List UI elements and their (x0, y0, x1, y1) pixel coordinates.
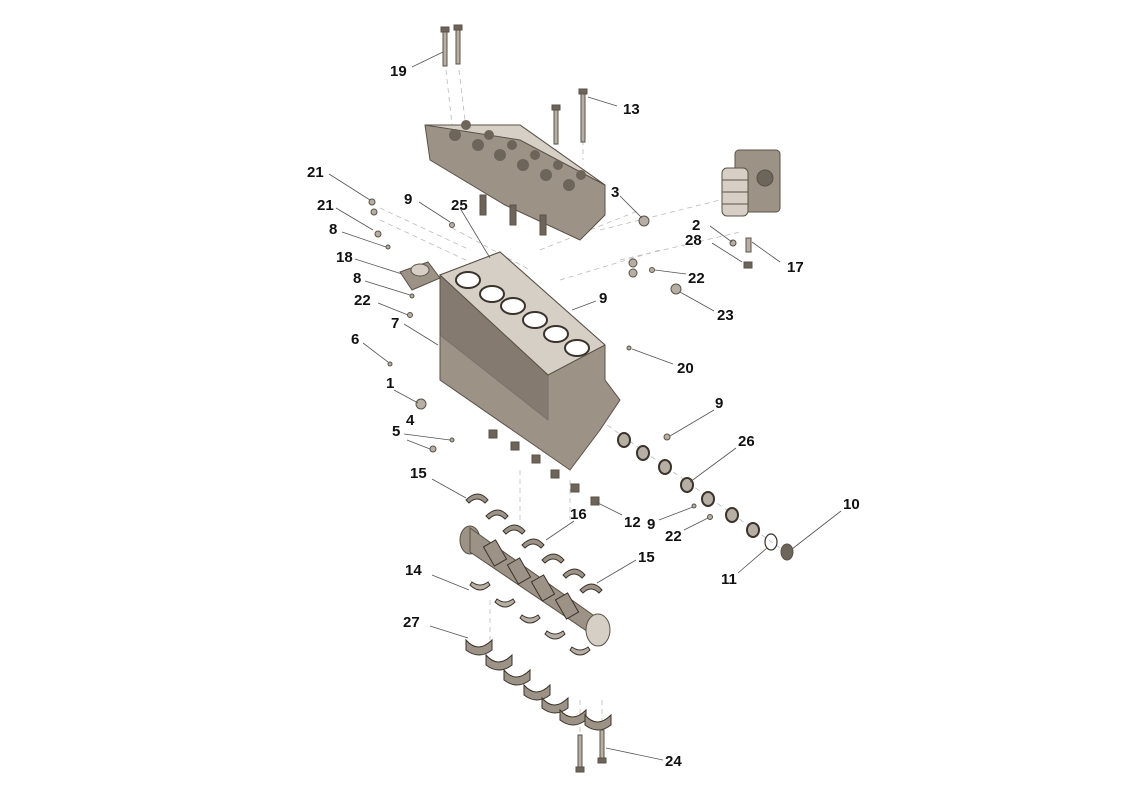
callout-label: 15 (410, 465, 427, 482)
callout-label: 5 (392, 423, 400, 440)
callout-label: 22 (354, 292, 371, 309)
callout-label: 24 (665, 753, 682, 770)
camshaft-bushings (617, 432, 760, 538)
oil-filter-module (721, 149, 781, 269)
leader-lines (328, 51, 842, 761)
crankshaft (459, 525, 611, 647)
expansion-plug (780, 543, 794, 561)
callout-label: 17 (787, 259, 804, 276)
callout-label: 6 (351, 331, 359, 348)
callout-label: 9 (599, 290, 607, 307)
main-bearing-bolts (575, 729, 607, 773)
engine-block (439, 251, 621, 506)
callout-label: 27 (403, 614, 420, 631)
callout-label: 14 (405, 562, 422, 579)
main-bearing-caps (465, 638, 612, 731)
callout-labels: 19 13 21 21 9 25 3 8 2 28 18 17 8 22 22 … (307, 63, 860, 770)
small-fittings (368, 198, 737, 520)
callout-label: 18 (336, 249, 353, 266)
callout-label: 9 (404, 191, 412, 208)
callout-label: 16 (570, 506, 587, 523)
callout-label: 7 (391, 315, 399, 332)
callout-label: 12 (624, 514, 641, 531)
callout-label: 15 (638, 549, 655, 566)
head-bolt-long (440, 24, 463, 67)
callout-label: 20 (677, 360, 694, 377)
callout-label: 19 (390, 63, 407, 80)
callout-label: 4 (406, 412, 415, 429)
callout-label: 2 (692, 217, 700, 234)
callout-label: 8 (353, 270, 361, 287)
cylinder-head (424, 120, 606, 241)
callout-label: 21 (307, 164, 324, 181)
main-bearing-lower-shells (469, 581, 591, 656)
callout-label: 26 (738, 433, 755, 450)
callout-label: 22 (688, 270, 705, 287)
callout-label: 23 (717, 307, 734, 324)
main-bearing-upper (465, 493, 603, 594)
callout-label: 28 (685, 232, 702, 249)
callout-label: 3 (611, 184, 619, 201)
head-bolt-short (551, 88, 588, 145)
callout-label: 11 (721, 571, 737, 588)
callout-label: 1 (386, 375, 394, 392)
callout-label: 25 (451, 197, 468, 214)
callout-label: 9 (715, 395, 723, 412)
callout-label: 22 (665, 528, 682, 545)
callout-label: 21 (317, 197, 334, 214)
callout-label: 10 (843, 496, 860, 513)
o-ring (764, 533, 778, 551)
callout-label: 9 (647, 516, 655, 533)
thermostat-housing (399, 261, 441, 291)
callout-label: 13 (623, 101, 640, 118)
callout-label: 8 (329, 221, 337, 238)
